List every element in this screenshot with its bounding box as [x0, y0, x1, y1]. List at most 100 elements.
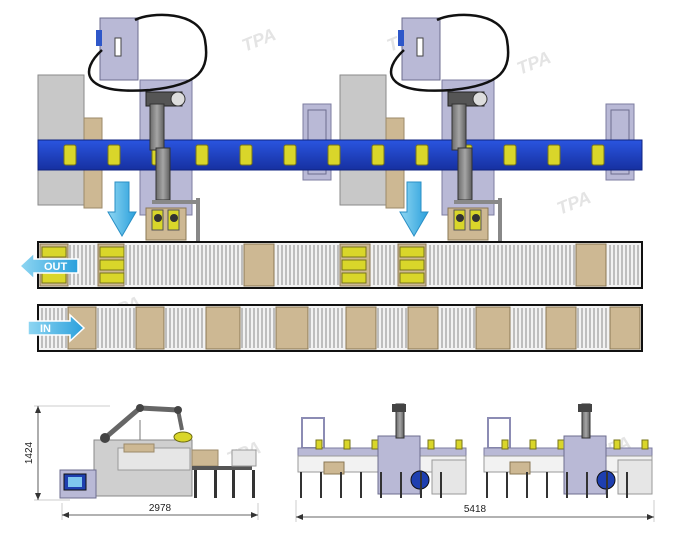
- front-leg: [300, 472, 302, 498]
- cell-right: [339, 13, 635, 216]
- out-rollers: [39, 243, 639, 287]
- front-leg: [606, 472, 608, 498]
- front-cell: [297, 403, 467, 498]
- tray: [327, 144, 341, 166]
- tray: [63, 144, 77, 166]
- front-leg: [400, 472, 402, 498]
- stacked-tray: [99, 259, 125, 271]
- stacked-tray: [399, 246, 425, 258]
- tray: [371, 144, 385, 166]
- carton: [545, 306, 577, 350]
- carton: [575, 243, 607, 287]
- stacked-tray: [399, 259, 425, 271]
- front-tray: [529, 439, 537, 450]
- tray: [107, 144, 121, 166]
- tray: [283, 144, 297, 166]
- front-view: 5418: [295, 403, 655, 522]
- gripper-cup: [456, 214, 464, 222]
- watermark-text: TPA: [514, 47, 554, 79]
- carton: [407, 306, 439, 350]
- gripper-rail: [196, 198, 200, 242]
- height-dimension: 1424: [24, 441, 35, 464]
- arm-link: [457, 147, 473, 201]
- robot-arms-top: [145, 91, 502, 242]
- front-tray: [455, 439, 463, 450]
- front-carton: [509, 461, 531, 475]
- in-rollers: [41, 306, 641, 350]
- front-tray: [557, 439, 565, 450]
- front-leg: [360, 472, 362, 498]
- gripper-cup: [472, 214, 480, 222]
- gripper-rail: [498, 198, 502, 242]
- arm-link: [149, 103, 165, 151]
- stacked-tray: [99, 246, 125, 258]
- front-leg: [340, 472, 342, 498]
- front-leg: [486, 472, 488, 498]
- watermark-text: TPA: [239, 24, 279, 56]
- down-arrow: [107, 181, 137, 237]
- gripper-cup: [154, 214, 162, 222]
- watermark-text: TPA: [554, 187, 594, 219]
- tray: [547, 144, 561, 166]
- out-label: OUT: [44, 261, 68, 273]
- in-label: IN: [40, 323, 51, 335]
- side-width-dimension: 2978: [149, 503, 172, 514]
- front-leg: [566, 472, 568, 498]
- front-tray: [613, 439, 621, 450]
- front-tray: [501, 439, 509, 450]
- front-arm-joint: [392, 404, 406, 412]
- carton: [345, 306, 377, 350]
- arm-link: [155, 147, 171, 201]
- stacked-tray: [41, 272, 67, 284]
- down-arrows: [107, 181, 429, 237]
- front-leg: [526, 472, 528, 498]
- front-outfeed: [431, 459, 467, 495]
- tray: [591, 144, 605, 166]
- gripper-cup: [170, 214, 178, 222]
- in-arrow: IN: [27, 313, 86, 343]
- front-tray: [641, 439, 649, 450]
- down-arrow: [399, 181, 429, 237]
- carton: [609, 306, 641, 350]
- front-tray: [427, 439, 435, 450]
- front-leg: [546, 472, 548, 498]
- joint-cap: [472, 91, 488, 107]
- cell-left: [37, 13, 332, 216]
- robot-cable: [389, 13, 510, 92]
- front-leg: [380, 472, 382, 498]
- front-tray: [343, 439, 351, 450]
- front-leg: [626, 472, 628, 498]
- stacked-tray: [399, 272, 425, 284]
- front-leg: [506, 472, 508, 498]
- joint-cap: [170, 91, 186, 107]
- tray: [415, 144, 429, 166]
- carton: [135, 306, 165, 350]
- carton: [243, 243, 275, 287]
- stacked-tray: [341, 246, 367, 258]
- gripper-rail: [152, 200, 200, 204]
- stacked-tray: [99, 272, 125, 284]
- out-arrow: OUT: [18, 251, 79, 281]
- robot-cable: [87, 13, 208, 92]
- front-carton: [323, 461, 345, 475]
- stacked-tray: [341, 259, 367, 271]
- arm-link: [451, 103, 467, 151]
- robot-arm: [447, 91, 502, 242]
- carton: [205, 306, 241, 350]
- front-tray: [371, 439, 379, 450]
- front-leg: [420, 472, 422, 498]
- stacked-tray: [341, 272, 367, 284]
- robot-arm: [145, 91, 200, 242]
- gripper-rail: [454, 200, 502, 204]
- front-arm-joint: [578, 404, 592, 412]
- carton: [475, 306, 511, 350]
- front-outfeed: [617, 459, 653, 495]
- side-view: 1424 2978: [24, 404, 259, 520]
- front-cell: [483, 403, 653, 498]
- front-width-dimension: 5418: [464, 504, 487, 515]
- front-tray: [315, 439, 323, 450]
- tray: [503, 144, 517, 166]
- tray: [239, 144, 253, 166]
